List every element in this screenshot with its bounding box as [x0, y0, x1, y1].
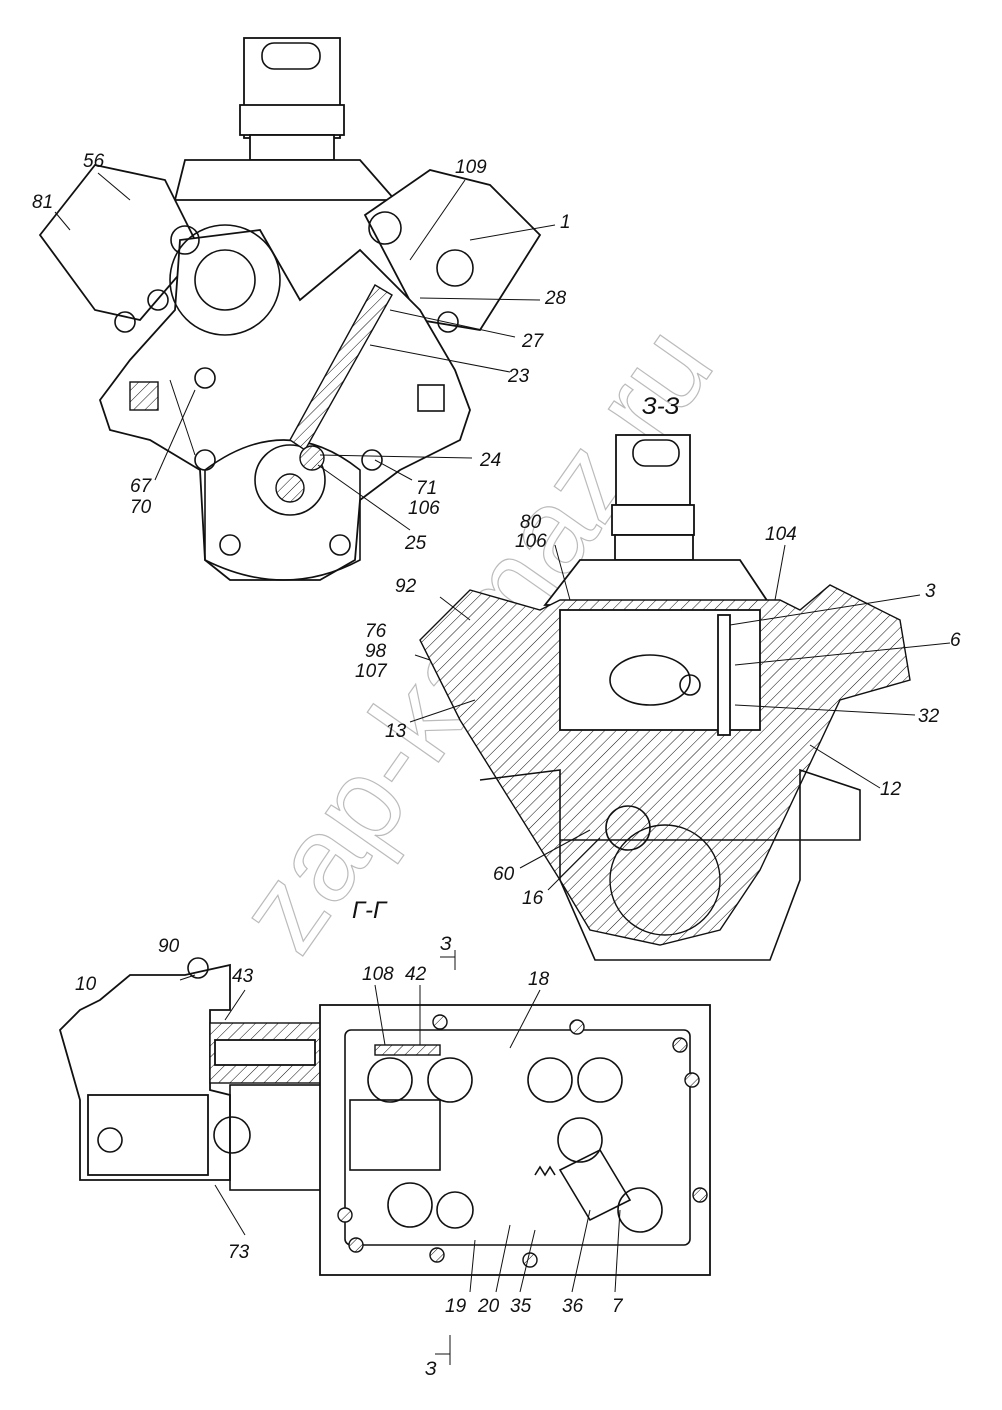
callout-106: 106 — [515, 531, 547, 552]
callout-20: 20 — [477, 1296, 500, 1317]
callout-104: 104 — [765, 524, 797, 545]
callout-56: 56 — [83, 151, 105, 172]
callout-35: 35 — [510, 1296, 532, 1317]
section-gg-view: Г-Г З З — [58, 897, 711, 1380]
callout-3: 3 — [925, 581, 936, 602]
section-33-view: З-З — [409, 393, 951, 961]
callout-10: 10 — [75, 974, 97, 995]
section-marker-top: З — [440, 934, 452, 955]
callout-24: 24 — [479, 450, 501, 471]
callout-98: 98 — [365, 641, 387, 662]
callout-7: 7 — [612, 1296, 624, 1317]
callout-92: 92 — [395, 576, 417, 597]
callout-106: 106 — [408, 498, 440, 519]
callout-76: 76 — [365, 621, 387, 642]
solenoid-housing — [615, 434, 691, 506]
callout-36: 36 — [562, 1296, 584, 1317]
callout-109: 109 — [455, 157, 487, 178]
callout-42: 42 — [405, 964, 427, 985]
callout-32: 32 — [918, 706, 940, 727]
callout-27: 27 — [521, 331, 545, 352]
callout-6: 6 — [950, 630, 961, 651]
callout-43: 43 — [232, 966, 254, 987]
section-gg-title: Г-Г — [352, 897, 388, 924]
callout-60: 60 — [493, 864, 515, 885]
callout-23: 23 — [507, 366, 530, 387]
section-marker-bottom: З — [425, 1359, 437, 1380]
section-33-callouts: 80 106 104 3 6 92 76 98 107 13 32 12 60 … — [355, 512, 961, 909]
callout-25: 25 — [404, 533, 427, 554]
callout-70: 70 — [130, 497, 152, 518]
callout-80: 80 — [520, 512, 542, 533]
callout-73: 73 — [228, 1242, 250, 1263]
callout-16: 16 — [522, 888, 544, 909]
callout-81: 81 — [32, 192, 53, 213]
callout-1: 1 — [560, 212, 571, 233]
governor-spring — [558, 1148, 632, 1222]
section-gg-callouts: 90 10 43 108 42 18 73 19 20 35 36 7 — [75, 936, 624, 1317]
callout-19: 19 — [445, 1296, 467, 1317]
callout-90: 90 — [158, 936, 180, 957]
rack-section — [289, 284, 393, 452]
callout-107: 107 — [355, 661, 388, 682]
callout-67: 67 — [130, 476, 153, 497]
section-33-body — [419, 584, 911, 946]
callout-12: 12 — [880, 779, 902, 800]
callout-13: 13 — [385, 721, 407, 742]
callout-18: 18 — [528, 969, 550, 990]
top-view-callouts: 56 81 109 1 28 27 23 24 71 106 25 67 70 — [32, 151, 571, 554]
callout-28: 28 — [544, 288, 567, 309]
section-33-title: З-З — [642, 393, 680, 420]
callout-71: 71 — [416, 478, 437, 499]
top-view — [38, 37, 556, 581]
callout-108: 108 — [362, 964, 394, 985]
